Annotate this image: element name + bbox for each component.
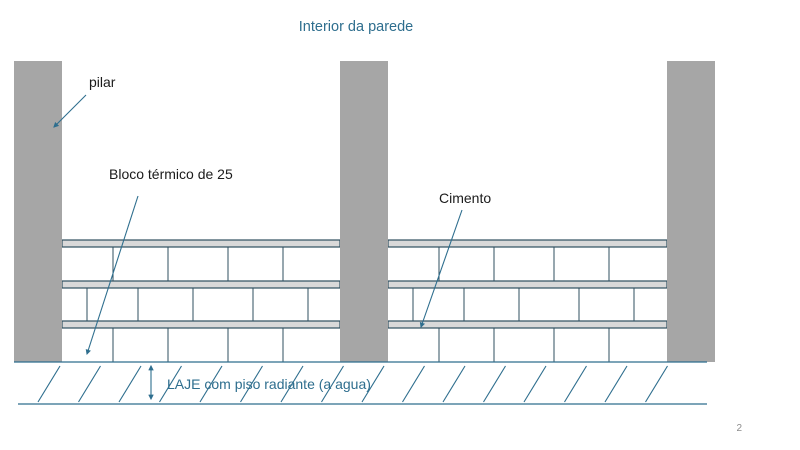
hatch-line [321, 365, 344, 403]
hatch-line [604, 365, 628, 403]
hatch-line [483, 365, 506, 403]
hatch-line [78, 365, 101, 403]
hatch-line [118, 365, 142, 403]
hatch-line [199, 365, 223, 403]
cement-layer [61, 280, 341, 289]
cement-layer [61, 320, 341, 329]
slab-hatching [37, 365, 668, 403]
hatch-line [523, 365, 547, 403]
pillar-label: pilar [89, 74, 116, 90]
hatch-line [280, 365, 304, 403]
hatch-line [645, 365, 668, 403]
hatch-line [442, 365, 466, 403]
hatch-line [361, 365, 385, 403]
hatch-line [240, 365, 263, 403]
pillar-leader-line [53, 94, 87, 128]
thermal-block-label: Bloco térmico de 25 [109, 166, 233, 182]
hatch-line [159, 365, 182, 403]
diagram-title: Interior da parede [298, 19, 414, 35]
hatch-line [564, 365, 587, 403]
slide-number: 2 [736, 423, 742, 434]
slab-label: LAJE com piso radiante (a agua) [167, 376, 371, 392]
cement-label: Cimento [439, 190, 492, 206]
pillar-left [14, 61, 62, 362]
pillar-middle [340, 61, 388, 362]
thermal-block-leader-line [85, 195, 139, 356]
cement-layer [387, 320, 668, 329]
cement-layer [61, 239, 341, 248]
hatch-line [37, 365, 61, 403]
cement-leader-line [419, 209, 463, 329]
hatch-line [402, 365, 425, 403]
cement-layer [387, 280, 668, 289]
cement-layer [387, 239, 668, 248]
pillar-right [667, 61, 715, 362]
